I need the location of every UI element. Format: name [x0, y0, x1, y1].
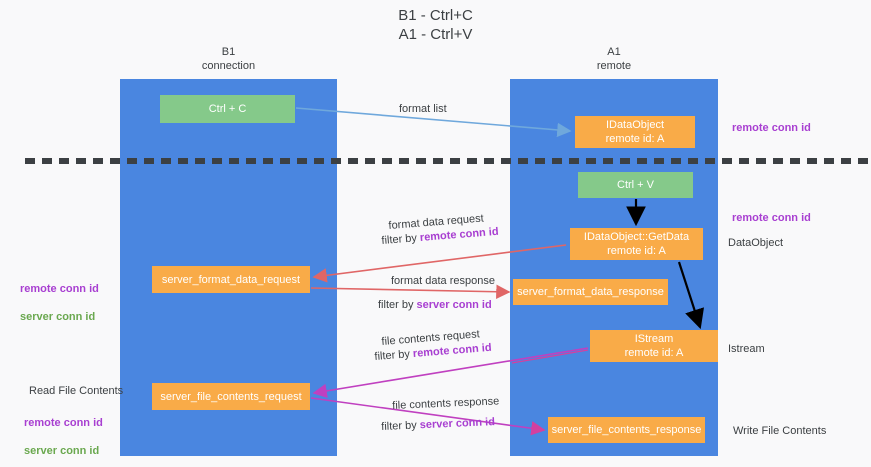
node-server-file-contents-response[interactable]: server_file_contents_response: [548, 417, 705, 443]
node-server-format-data-response[interactable]: server_format_data_response: [513, 279, 668, 305]
label-read-file-contents: Read File Contents: [29, 385, 124, 397]
filter-prefix-2: filter by: [378, 299, 417, 311]
label-server-conn-id-left-top: server conn id: [20, 311, 96, 323]
label-remote-conn-id-mid: remote conn id: [732, 212, 811, 224]
filter-prefix-3: filter by: [374, 347, 414, 363]
node-idataobject[interactable]: IDataObject remote id: A: [575, 116, 695, 148]
label-left-conn-ids-top: remote conn id server conn id: [20, 268, 99, 324]
filter-server-conn-id-2: server conn id: [419, 416, 496, 432]
page-title: B1 - Ctrl+C A1 - Ctrl+V: [398, 7, 473, 43]
node-ctrl-c[interactable]: Ctrl + C: [160, 95, 295, 123]
column-header-b1: B1 connection: [201, 46, 256, 72]
edge-label-format-list: format list: [399, 103, 447, 115]
section-divider: [25, 158, 871, 164]
label-left-conn-ids-bottom: remote conn id server conn id: [24, 402, 103, 458]
edge-label-file-contents-response-filter: filter by server conn id: [381, 415, 495, 434]
filter-server-conn-id-1: server conn id: [416, 299, 492, 311]
node-istream[interactable]: IStream remote id: A: [590, 330, 718, 362]
node-ctrl-v[interactable]: Ctrl + V: [578, 172, 693, 198]
filter-prefix-1: filter by: [381, 231, 421, 247]
node-idataobject-getdata[interactable]: IDataObject::GetData remote id: A: [570, 228, 703, 260]
label-istream: Istream: [728, 343, 765, 355]
edge-label-format-data-response-filter: filter by server conn id: [378, 298, 492, 312]
edge-label-file-contents-response: file contents response: [392, 395, 500, 412]
column-header-a1: A1 remote: [596, 46, 632, 72]
node-server-format-data-request[interactable]: server_format_data_request: [152, 266, 310, 293]
label-remote-conn-id-left-bottom: remote conn id: [24, 417, 103, 429]
label-server-conn-id-left-bottom: server conn id: [24, 445, 100, 457]
node-server-file-contents-request[interactable]: server_file_contents_request: [152, 383, 310, 410]
label-remote-conn-id-top: remote conn id: [732, 122, 811, 134]
filter-prefix-4: filter by: [381, 419, 421, 433]
edge-label-format-data-response: format data response: [391, 275, 495, 287]
edge-format-data-response: [310, 284, 511, 299]
label-write-file-contents: Write File Contents: [733, 425, 827, 437]
label-remote-conn-id-left-top: remote conn id: [20, 283, 99, 295]
label-dataobject: DataObject: [728, 237, 784, 249]
